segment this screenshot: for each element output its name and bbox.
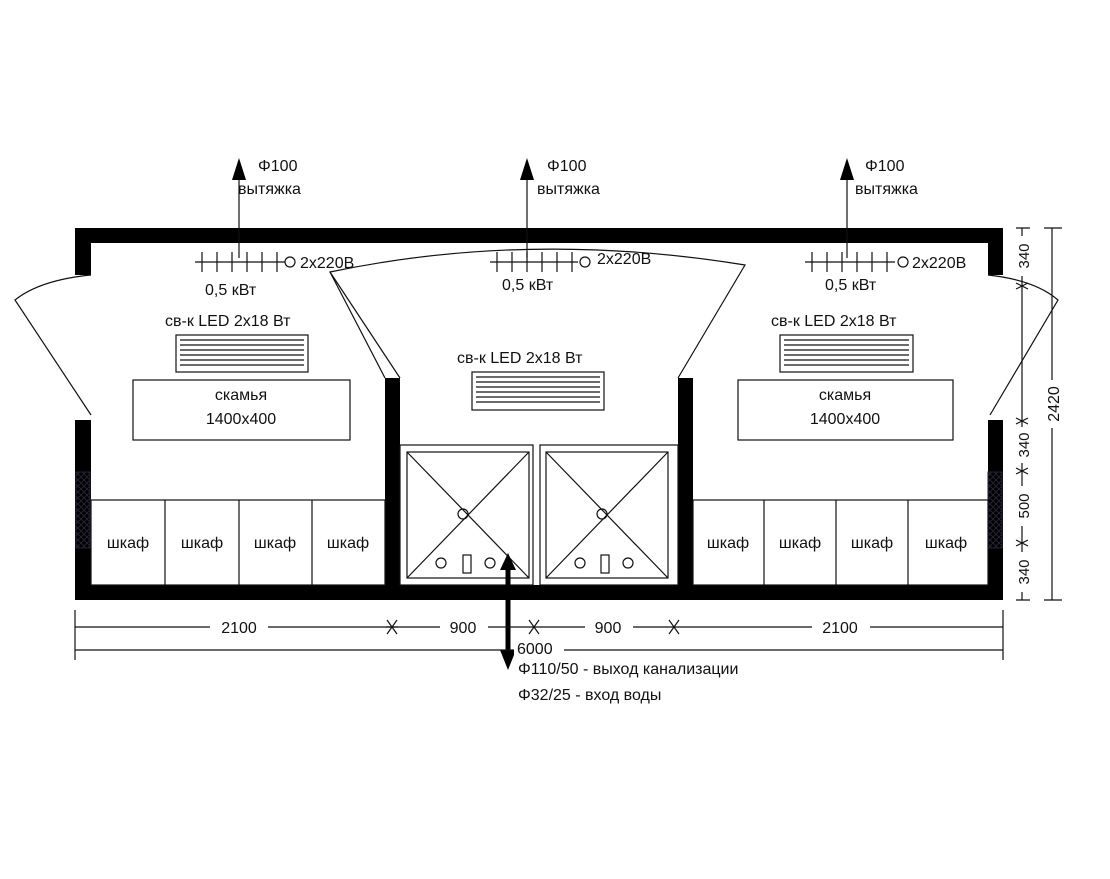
svg-text:1400x400: 1400x400 (206, 411, 276, 428)
light-2: св-к LED 2x18 Вт (457, 350, 605, 411)
cabinet: шкаф (181, 535, 223, 552)
dimensions-horizontal: 2100 900 900 2100 6000 (74, 610, 1004, 660)
arrow-up-icon (232, 158, 246, 180)
svg-text:вытяжка: вытяжка (537, 181, 600, 198)
window-right (987, 471, 1003, 549)
svg-text:Φ32/25 - вход воды: Φ32/25 - вход воды (518, 687, 661, 704)
svg-text:900: 900 (450, 620, 477, 637)
cabinets-right: шкаф шкаф шкаф шкаф (692, 499, 989, 586)
light-1: св-к LED 2x18 Вт (165, 313, 309, 373)
vent-2: Φ100 вытяжка (520, 158, 600, 258)
vent-group: Φ100 вытяжка Φ100 вытяжка Φ100 вытяжка (232, 158, 918, 258)
svg-text:340: 340 (1016, 432, 1033, 457)
svg-text:скамья: скамья (819, 387, 871, 404)
svg-text:2x220В: 2x220В (912, 255, 966, 272)
cabinet: шкаф (851, 535, 893, 552)
svg-text:вытяжка: вытяжка (238, 181, 301, 198)
heater-3: 2x220В 0,5 кВт (805, 252, 966, 294)
svg-text:Φ100: Φ100 (547, 158, 587, 175)
svg-text:500: 500 (1016, 493, 1033, 518)
svg-text:св-к LED 2x18 Вт: св-к LED 2x18 Вт (771, 313, 897, 330)
svg-text:340: 340 (1016, 559, 1033, 584)
svg-text:0,5 кВт: 0,5 кВт (502, 277, 554, 294)
bench-2: скамья 1400x400 (737, 379, 954, 441)
cabinets-left: шкаф шкаф шкаф шкаф (90, 499, 386, 586)
svg-text:900: 900 (595, 620, 622, 637)
svg-text:Φ100: Φ100 (865, 158, 905, 175)
cabinet: шкаф (254, 535, 296, 552)
heater-2: 2x220В 0,5 кВт (490, 251, 651, 294)
svg-text:св-к LED 2x18 Вт: св-к LED 2x18 Вт (165, 313, 291, 330)
vent-3: Φ100 вытяжка (840, 158, 918, 258)
vent-1: Φ100 вытяжка (232, 158, 301, 258)
svg-text:2x220В: 2x220В (597, 251, 651, 268)
svg-text:2x220В: 2x220В (300, 255, 354, 272)
cabinet: шкаф (327, 535, 369, 552)
heater-1: 2x220В 0,5 кВт (195, 252, 354, 299)
svg-text:340: 340 (1016, 243, 1033, 268)
cabinet: шкаф (779, 535, 821, 552)
utility-inlet: Φ110/50 - выход канализации Φ32/25 - вхо… (500, 553, 738, 704)
arrow-up-icon (500, 553, 516, 570)
arrow-up-icon (840, 158, 854, 180)
svg-text:Φ110/50 - выход канализации: Φ110/50 - выход канализации (518, 661, 738, 678)
svg-text:0,5 кВт: 0,5 кВт (205, 282, 257, 299)
arrow-up-icon (520, 158, 534, 180)
dimensions-vertical: 340 340 500 340 2420 (1013, 227, 1063, 601)
svg-text:1400x400: 1400x400 (810, 411, 880, 428)
door-swings (14, 248, 1059, 416)
cabinet: шкаф (107, 535, 149, 552)
svg-text:0,5 кВт: 0,5 кВт (825, 277, 877, 294)
svg-text:скамья: скамья (215, 387, 267, 404)
svg-text:Φ100: Φ100 (258, 158, 298, 175)
svg-text:2420: 2420 (1046, 386, 1063, 422)
svg-text:2100: 2100 (822, 620, 858, 637)
light-3: св-к LED 2x18 Вт (771, 313, 914, 373)
arrow-down-icon (500, 650, 516, 670)
cabinet: шкаф (707, 535, 749, 552)
svg-text:вытяжка: вытяжка (855, 181, 918, 198)
shower-2 (539, 444, 679, 586)
bench-1: скамья 1400x400 (132, 379, 351, 441)
svg-text:6000: 6000 (517, 641, 553, 658)
cabinet: шкаф (925, 535, 967, 552)
svg-text:св-к LED 2x18 Вт: св-к LED 2x18 Вт (457, 350, 583, 367)
svg-text:2100: 2100 (221, 620, 257, 637)
window-left (75, 471, 91, 549)
